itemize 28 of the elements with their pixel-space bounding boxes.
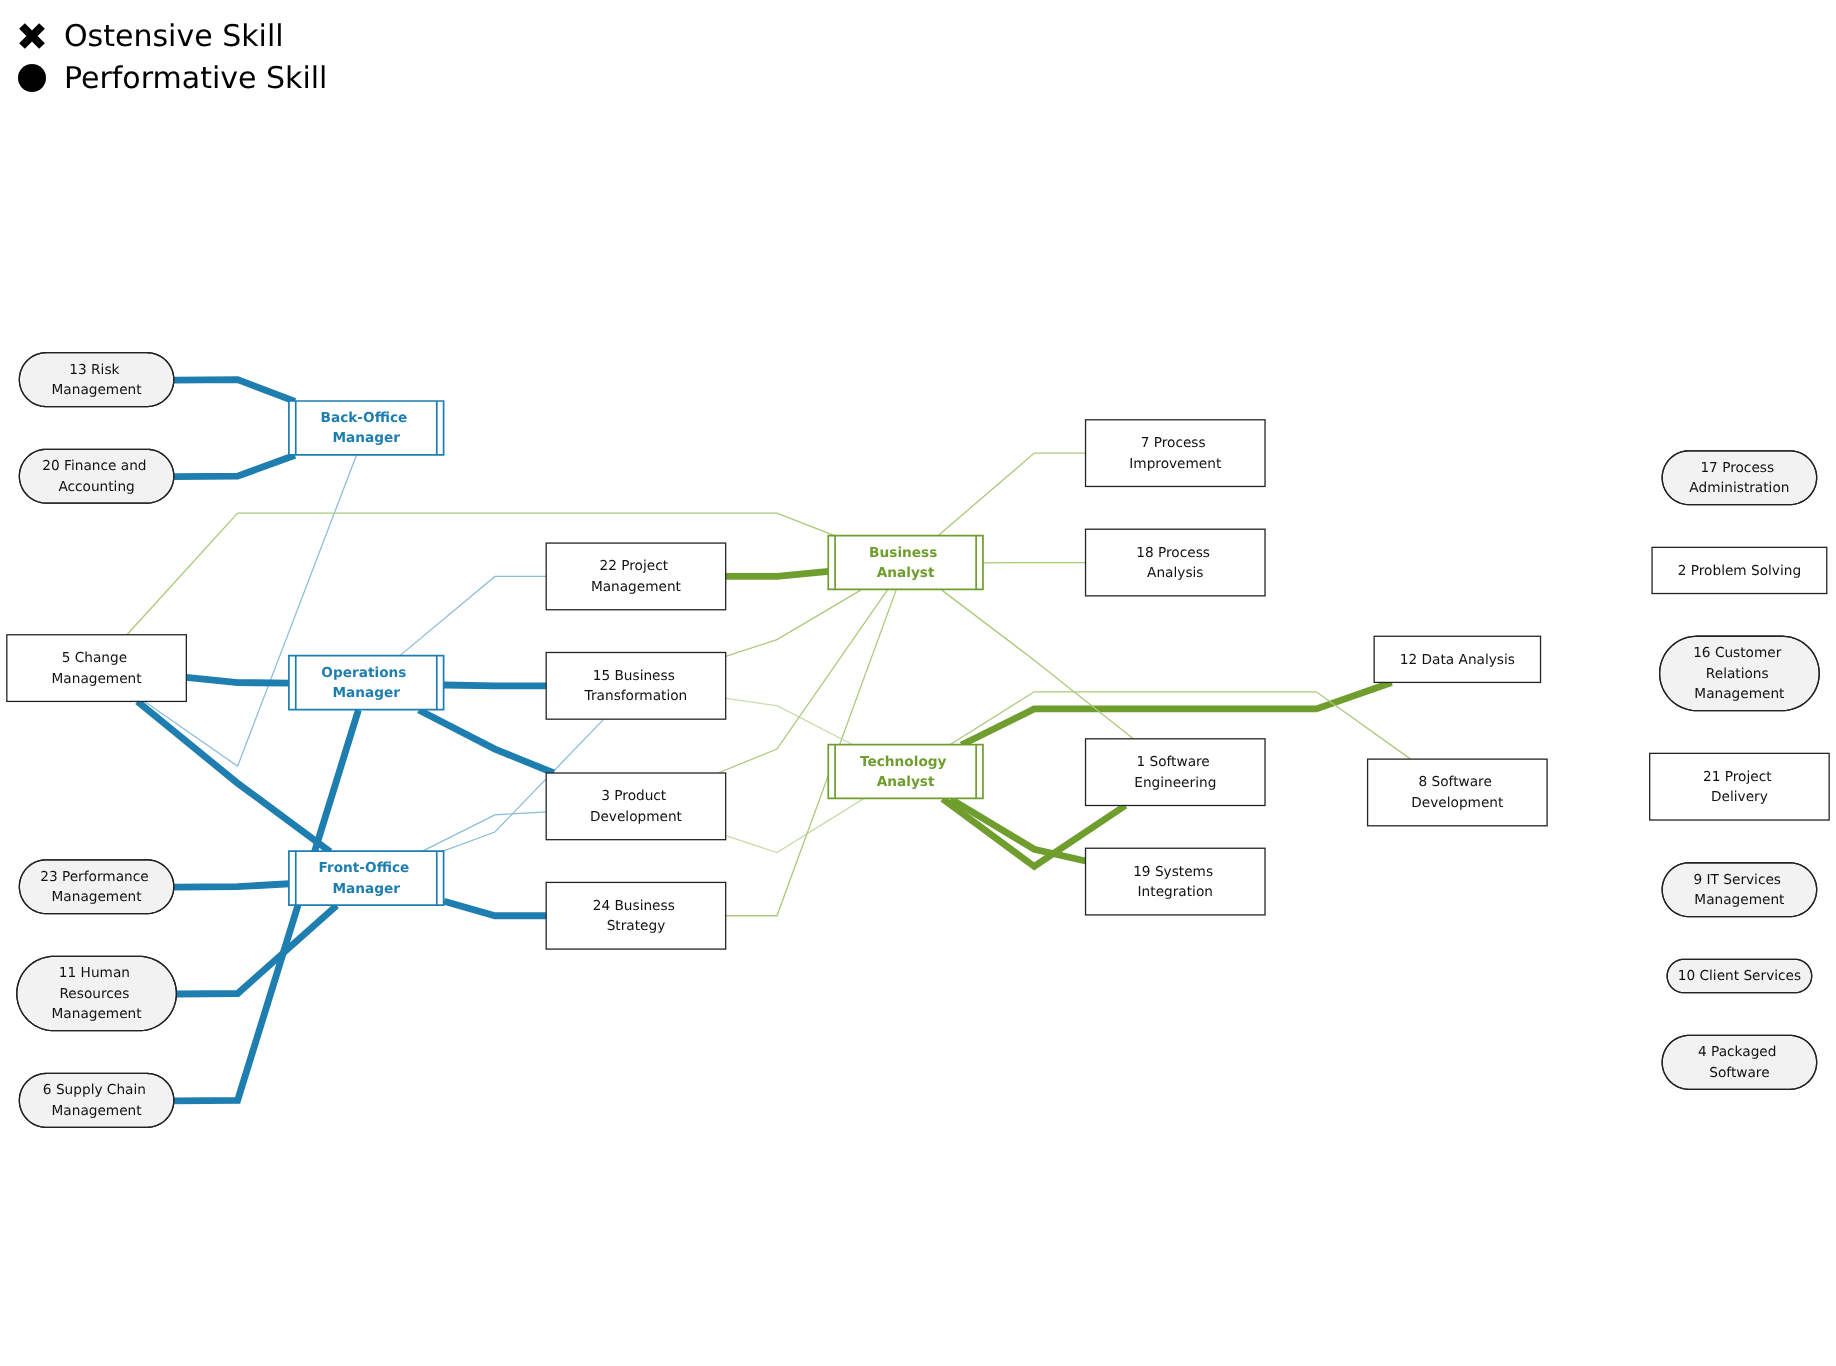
connector: [725, 697, 855, 746]
connector: [174, 708, 362, 1105]
connector: [717, 589, 889, 774]
connector: [940, 796, 1128, 871]
connector: [725, 589, 862, 658]
connector: [444, 681, 547, 690]
connector: [176, 902, 339, 998]
connector: [441, 718, 605, 853]
connector: [948, 691, 1412, 760]
connector: [443, 897, 547, 920]
connector: [940, 589, 1134, 740]
connector: [982, 561, 1087, 564]
connector: [725, 589, 897, 917]
connector: [937, 452, 1087, 537]
connector: [174, 452, 297, 481]
connector: [725, 567, 829, 580]
legend-text: Ostensive Skill: [64, 18, 284, 54]
connector: [135, 698, 333, 855]
connector: [174, 376, 297, 405]
connector: [174, 880, 290, 891]
legend-text: Performative Skill: [64, 60, 328, 96]
connector: [417, 706, 556, 777]
connector: [948, 795, 1087, 865]
connector: [420, 811, 547, 853]
connector: [398, 575, 547, 657]
connector: [186, 673, 290, 687]
connector: [143, 454, 358, 768]
connector: [725, 798, 864, 854]
